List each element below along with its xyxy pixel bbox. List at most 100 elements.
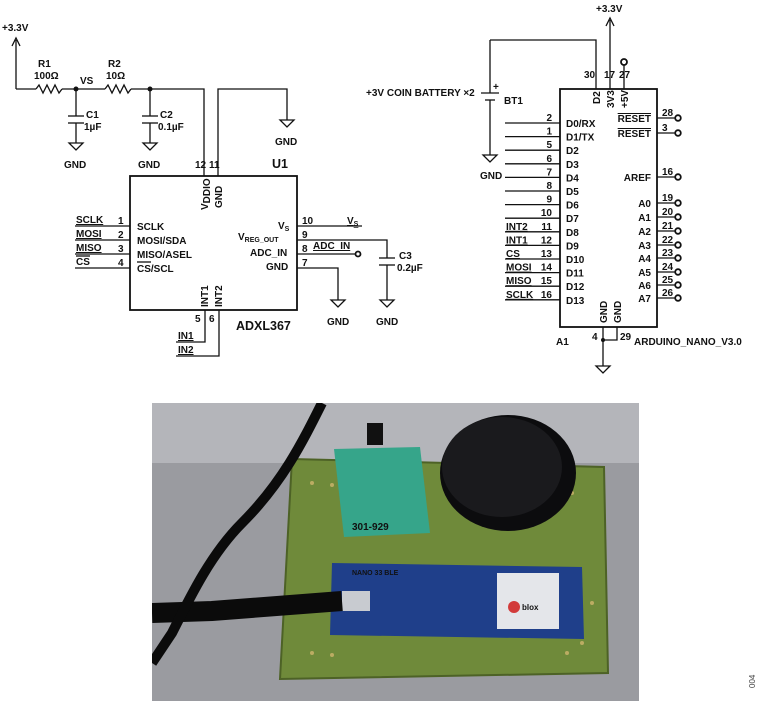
board-a1-arduino-nano: 30 17 27 D2 3V3 +5V A1 ARDUINO_NANO_V3.0 <box>556 70 742 348</box>
a1-left-pin-num: 13 <box>541 249 553 260</box>
svg-text:7: 7 <box>302 258 308 269</box>
resistor-r1: R1 100Ω <box>34 59 63 95</box>
svg-text:GND: GND <box>480 171 502 182</box>
supply-3v3-right: +3.3V <box>596 4 628 89</box>
svg-text:0.2µF: 0.2µF <box>397 263 423 274</box>
figure-number: 004 <box>748 674 757 688</box>
a1-right-pin-terminal <box>674 173 682 181</box>
resistor-r2: R2 10Ω <box>104 59 132 95</box>
svg-text:MOSI/SDA: MOSI/SDA <box>137 236 186 247</box>
a1-right-pin-terminal <box>674 241 682 249</box>
a1-right-pin-terminal <box>674 213 682 221</box>
supply-3v3-left: +3.3V <box>2 23 29 89</box>
a1-left-pin-num: 11 <box>541 222 552 233</box>
svg-text:VDDIO: VDDIO <box>200 178 213 210</box>
a1-right-pin-terminal <box>674 268 682 276</box>
a1-left-pin-name: D7 <box>566 214 579 225</box>
a1-right-pin-name: AREF <box>624 173 651 184</box>
a1-left-pin-name: D11 <box>566 269 584 280</box>
a1-left-pin-name: D4 <box>566 173 579 184</box>
a1-left-pin-net: MISO <box>506 276 532 287</box>
svg-text:+5V: +5V <box>620 90 631 108</box>
capacitor-c2: C2 0.1µF GND <box>138 89 184 171</box>
svg-text:9: 9 <box>302 230 308 241</box>
a1-left-pin-net: SCLK <box>506 290 534 301</box>
svg-text:27: 27 <box>619 70 631 81</box>
svg-text:blox: blox <box>522 603 539 612</box>
svg-text:CS/SCL: CS/SCL <box>137 264 174 275</box>
svg-text:R2: R2 <box>108 59 121 70</box>
a1-right-pin-terminal <box>674 199 682 207</box>
a1-right-pin-terminal <box>674 129 682 137</box>
svg-text:17: 17 <box>604 70 616 81</box>
svg-text:+3.3V: +3.3V <box>596 4 623 15</box>
a1-right-pin-num: 20 <box>662 207 674 218</box>
a1-right-pin-name: A7 <box>638 294 651 305</box>
a1-right-pin-num: 16 <box>662 167 674 178</box>
svg-text:VREG_OUT: VREG_OUT <box>238 232 279 244</box>
a1-right-pin-name: A3 <box>638 241 651 252</box>
svg-text:C3: C3 <box>399 251 412 262</box>
a1-right-pin-num: 28 <box>662 108 674 119</box>
svg-text:30: 30 <box>584 70 596 81</box>
a1-right-pin-num: 21 <box>662 221 674 232</box>
a1-right-pin-name: A0 <box>638 199 651 210</box>
svg-text:1µF: 1µF <box>84 122 101 133</box>
a1-left-pin-num: 8 <box>546 181 552 192</box>
a1-right-pin-name: A2 <box>638 227 651 238</box>
a1-right-pin-num: 3 <box>662 123 668 134</box>
a1-left-pin-num: 9 <box>546 195 552 206</box>
a1-left-pin-name: D9 <box>566 241 579 252</box>
chip-u1-adxl367: U1 ADXL367 12 11 VDDIO GND <box>129 157 298 333</box>
a1-left-pin-name: D6 <box>566 201 579 212</box>
svg-text:11: 11 <box>209 160 220 171</box>
svg-text:MISO: MISO <box>76 243 102 254</box>
svg-text:ADC_IN: ADC_IN <box>313 241 350 252</box>
svg-text:0.1µF: 0.1µF <box>158 122 184 133</box>
svg-text:+: + <box>493 82 499 93</box>
svg-text:SCLK: SCLK <box>137 222 165 233</box>
capacitor-c3: C3 0.2µF GND <box>376 251 423 328</box>
svg-text:GND: GND <box>138 160 160 171</box>
svg-text:2: 2 <box>118 230 124 241</box>
a1-right-pin-terminal <box>674 281 682 289</box>
ublox-module <box>497 573 559 629</box>
svg-text:VS: VS <box>347 216 359 228</box>
a1-right-pin-terminal <box>674 227 682 235</box>
a1-right-pin-name: A5 <box>638 268 651 279</box>
a1-part: ARDUINO_NANO_V3.0 <box>634 337 742 348</box>
a1-right-pin-name: RESET <box>618 129 651 140</box>
a1-ref: A1 <box>556 337 569 348</box>
breakout-label: 301-929 <box>352 522 389 533</box>
schematic: +3.3V R1 100Ω VS R2 10Ω C1 1µF GND C2 0.… <box>2 4 742 374</box>
svg-text:29: 29 <box>620 332 632 343</box>
a1-left-pin-name: D1/TX <box>566 133 595 144</box>
coin-battery-bt1: +3V COIN BATTERY ×2 + BT1 GND <box>366 39 597 182</box>
svg-text:1: 1 <box>118 216 124 227</box>
usb-connector <box>342 591 370 611</box>
a1-right-pin-terminal <box>674 254 682 262</box>
svg-text:D2: D2 <box>592 91 603 104</box>
svg-text:6: 6 <box>209 314 215 325</box>
a1-right-pin-terminal <box>674 294 682 302</box>
svg-text:4: 4 <box>592 332 598 343</box>
a1-left-pin-num: 6 <box>546 154 552 165</box>
a1-left-pin-num: 15 <box>541 276 553 287</box>
svg-text:4: 4 <box>118 258 124 269</box>
svg-text:CS: CS <box>76 257 90 268</box>
a1-left-pin-num: 14 <box>541 263 553 274</box>
a1-left-pin-num: 1 <box>546 127 552 138</box>
svg-text:INT2: INT2 <box>214 285 225 307</box>
svg-text:GND: GND <box>376 317 398 328</box>
svg-text:MISO/ASEL: MISO/ASEL <box>137 250 192 261</box>
svg-text:GND: GND <box>613 301 624 323</box>
net-vs-label: VS <box>80 76 94 87</box>
capacitor-c1: C1 1µF GND <box>64 89 101 171</box>
svg-text:3V3: 3V3 <box>606 90 617 108</box>
svg-text:+3V COIN BATTERY ×2: +3V COIN BATTERY ×2 <box>366 88 475 99</box>
a1-left-pin-num: 5 <box>546 140 552 151</box>
svg-text:GND: GND <box>599 301 610 323</box>
a1-left-pin-name: D12 <box>566 282 585 293</box>
svg-text:C2: C2 <box>160 110 173 121</box>
svg-text:10Ω: 10Ω <box>106 71 125 82</box>
